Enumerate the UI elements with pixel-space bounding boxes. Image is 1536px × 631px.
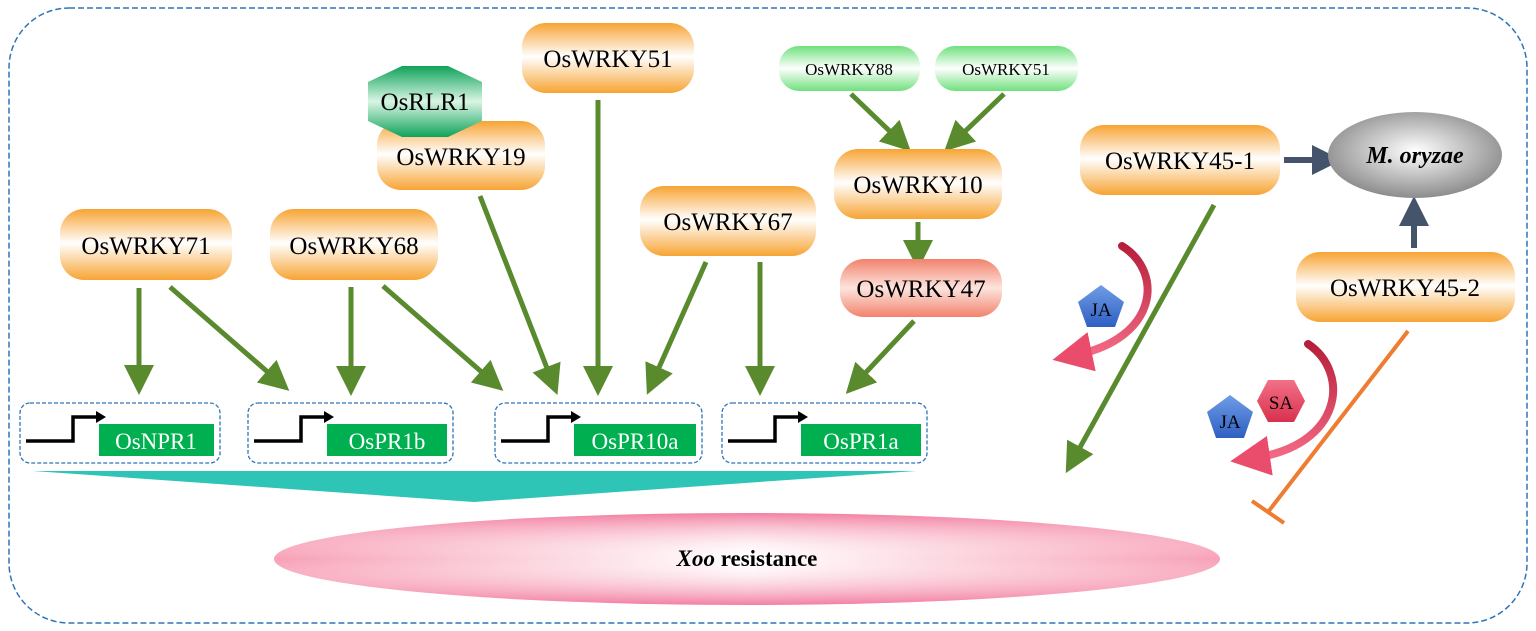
hormone-sa-label: SA — [1269, 393, 1294, 414]
outer-dashed-frame — [8, 7, 1528, 624]
gene-pr1b: OsPR1b — [247, 402, 454, 464]
node-wrky71-label: OsWRKY71 — [81, 233, 210, 260]
arrow-wrky71-pr1b — [168, 285, 290, 391]
node-wrky71: OsWRKY71 — [60, 209, 232, 280]
node-osrlr1: OsRLR1 — [368, 66, 482, 137]
hormone-ja-1-label: JA — [1090, 300, 1111, 321]
node-wrky45-1-label: OsWRKY45-1 — [1105, 148, 1255, 175]
arrow-wrky88-wrky10 — [849, 92, 911, 152]
convergence-funnel — [33, 471, 916, 502]
node-wrky68-label: OsWRKY68 — [289, 233, 418, 260]
node-wrky45-2-label: OsWRKY45-2 — [1330, 275, 1480, 302]
arrow-wrky19-pr10a — [477, 195, 561, 395]
gene-npr1: OsNPR1 — [19, 402, 221, 464]
inhibition-wrky45-2-xoo — [1250, 329, 1410, 525]
node-wrky10-label: OsWRKY10 — [853, 172, 982, 199]
gene-pr1a-label: OsPR1a — [823, 429, 898, 454]
arrow-wrky68-pr10a — [381, 284, 504, 391]
arrow-wrky51-wrky10 — [944, 92, 1006, 152]
node-wrky51-top: OsWRKY51 — [522, 23, 694, 93]
node-wrky88: OsWRKY88 — [779, 46, 920, 91]
activation-arrows — [124, 92, 1217, 474]
node-wrky19-label: OsWRKY19 — [396, 144, 525, 171]
hormone-ja-2: JA — [1207, 395, 1253, 438]
ja-curved-arrow-1 — [1052, 242, 1152, 372]
node-wrky88-label: OsWRKY88 — [805, 60, 893, 79]
hormone-sa: SA — [1257, 380, 1305, 422]
arrow-wrky45-1-xoo — [1065, 203, 1217, 474]
xoo-resistance-label: Xoo resistance — [676, 546, 818, 571]
gene-npr1-label: OsNPR1 — [115, 429, 197, 454]
ja-sa-curved-arrow — [1230, 340, 1338, 476]
node-osrlr1-label: OsRLR1 — [381, 89, 470, 116]
node-wrky51-top-label: OsWRKY51 — [543, 46, 672, 73]
hormone-ja-1: JA — [1078, 285, 1124, 327]
node-wrky51-small-label: OsWRKY51 — [962, 60, 1050, 79]
arrow-wrky67-pr10a — [645, 260, 709, 395]
node-wrky51-small: OsWRKY51 — [935, 46, 1078, 91]
gene-pr10a: OsPR10a — [494, 402, 703, 464]
node-wrky47-label: OsWRKY47 — [856, 276, 985, 303]
xoo-resistance-band-shade — [274, 513, 1220, 605]
gene-pr1a: OsPR1a — [721, 402, 928, 464]
pathogen-arrows — [1284, 145, 1429, 248]
node-wrky19: OsWRKY19 — [377, 121, 545, 190]
node-wrky10: OsWRKY10 — [834, 149, 1002, 219]
node-wrky45-2: OsWRKY45-2 — [1296, 252, 1515, 322]
node-wrky47: OsWRKY47 — [840, 259, 1002, 317]
node-wrky67-label: OsWRKY67 — [663, 209, 792, 236]
node-wrky67: OsWRKY67 — [640, 186, 816, 256]
arrow-wrky47-pr1a — [845, 319, 916, 394]
gene-pr10a-label: OsPR10a — [592, 429, 679, 454]
node-wrky68: OsWRKY68 — [270, 209, 438, 280]
node-m-oryzae: M. oryzae — [1328, 112, 1502, 198]
node-wrky45-1: OsWRKY45-1 — [1080, 125, 1280, 195]
gene-pr1b-label: OsPR1b — [349, 429, 426, 454]
hormone-ja-2-label: JA — [1219, 412, 1240, 433]
node-m-oryzae-label: M. oryzae — [1365, 143, 1464, 169]
